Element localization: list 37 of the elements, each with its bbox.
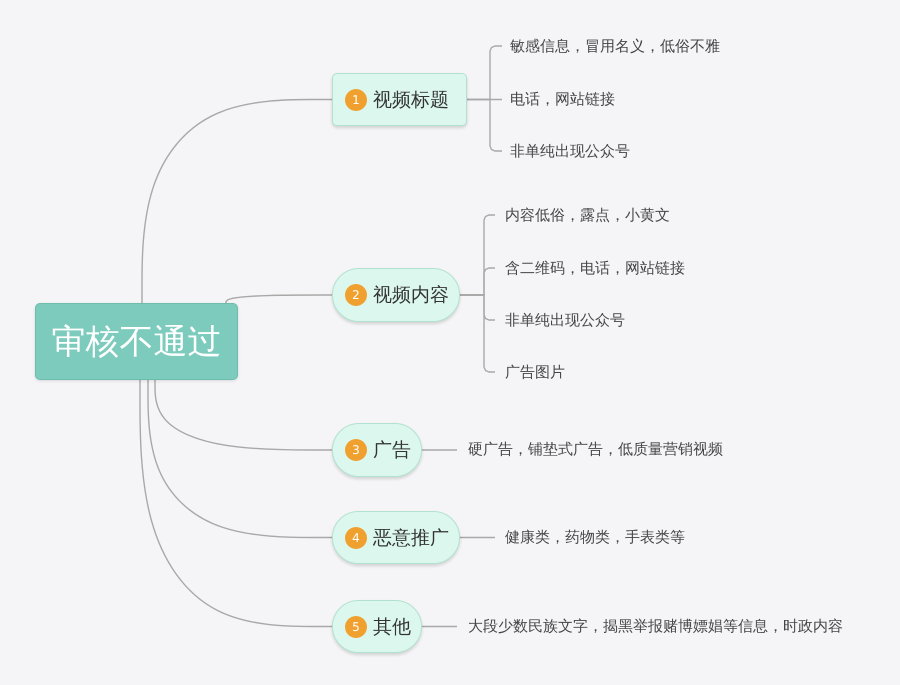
item-text: 电话，网站链接 (502, 88, 615, 110)
item-text: 非单纯出现公众号 (502, 140, 630, 162)
category-label: 恶意推广 (373, 526, 449, 550)
connector-line (460, 294, 495, 373)
category-box (332, 600, 422, 653)
category-box (332, 423, 422, 477)
step-number: 4 (345, 526, 367, 548)
step-number: 5 (345, 616, 367, 638)
category-box (332, 511, 460, 564)
category-label: 广告 (373, 438, 411, 462)
item-text: 大段少数民族文字，揭黑举报赌博嫖娼等信息，时政内容 (457, 615, 843, 637)
branch-curve (141, 98, 332, 303)
connector-line (422, 449, 457, 451)
step-number: 2 (345, 284, 367, 306)
item-text: 硬广告，铺垫式广告，低质量营销视频 (457, 438, 723, 460)
category-box (332, 268, 460, 322)
central-topic-box (35, 303, 238, 380)
category-label: 视频标题 (373, 88, 449, 112)
branch-curve (225, 294, 332, 304)
item-text: 内容低俗，露点，小黄文 (495, 204, 670, 226)
category-box (332, 73, 467, 126)
branch-curve (147, 380, 332, 538)
branch-curve (154, 380, 332, 451)
category-label: 其他 (373, 614, 411, 638)
item-text: 含二维码，电话，网站链接 (495, 257, 685, 279)
central-topic-text: 审核不通过 (52, 322, 222, 362)
connector-line (460, 536, 495, 538)
connector-line (467, 98, 502, 152)
branch-curve (139, 380, 332, 628)
item-text: 敏感信息，冒用名义，低俗不雅 (502, 35, 720, 57)
step-number: 1 (345, 88, 367, 110)
category-label: 视频内容 (373, 283, 449, 307)
step-number: 3 (345, 439, 367, 461)
item-text: 广告图片 (495, 361, 565, 383)
connector-line (422, 626, 457, 628)
item-text: 健康类，药物类，手表类等 (495, 526, 685, 548)
item-text: 非单纯出现公众号 (495, 309, 625, 331)
